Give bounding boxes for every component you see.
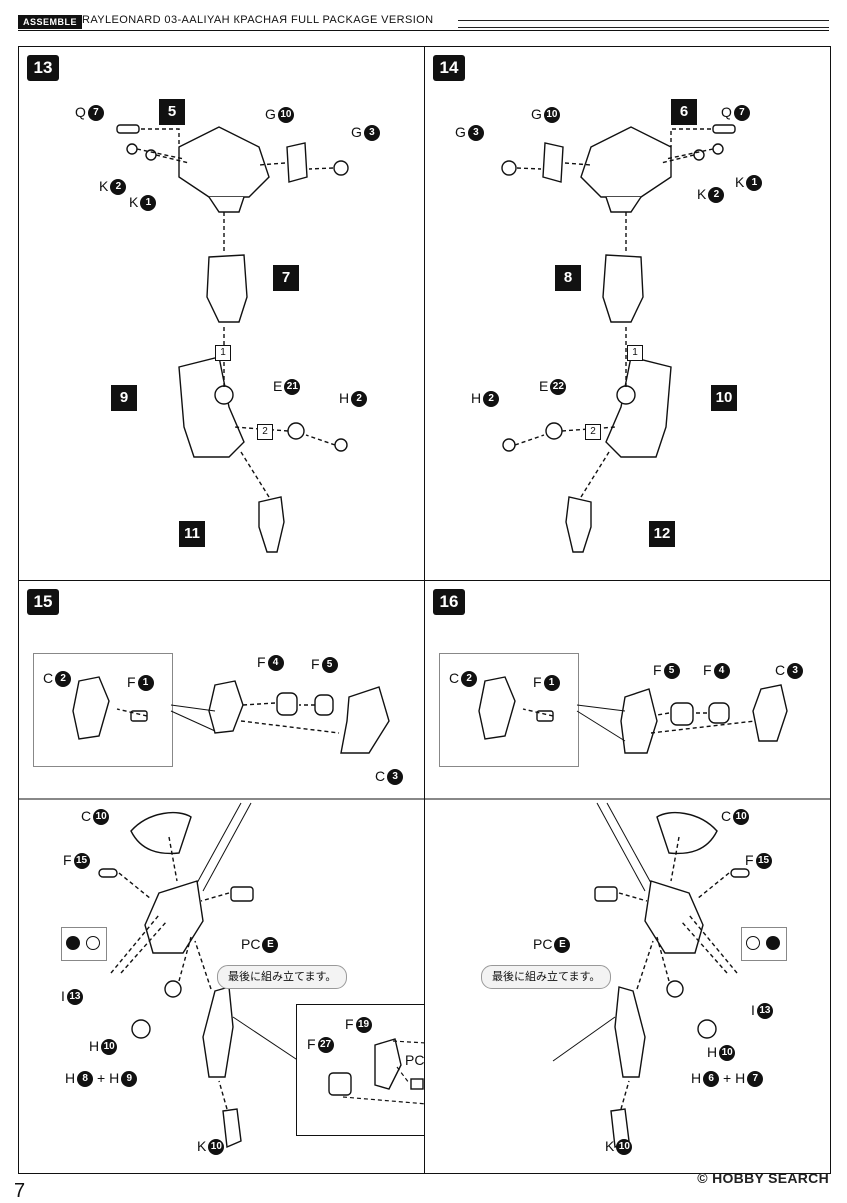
tool-hint-box	[61, 927, 107, 961]
order-marker-1: 1	[215, 345, 231, 361]
part-box-5: 5	[159, 99, 185, 125]
tool-hint-box	[741, 927, 787, 961]
part-box-6: 6	[671, 99, 697, 125]
order-marker-2: 2	[585, 424, 601, 440]
step-16-drawing	[425, 676, 830, 1149]
sprue-gate-icon	[86, 936, 100, 950]
step-number: 14	[433, 55, 465, 81]
sprue-gate-icon	[746, 936, 760, 950]
step-13-drawing	[116, 124, 349, 553]
assemble-tag: ASSEMBLE	[18, 15, 83, 29]
assembly-note: 最後に組み立てます。	[481, 965, 612, 989]
step-13-panel: 13	[18, 46, 426, 582]
part-box-8: 8	[555, 265, 581, 291]
step-number: 15	[27, 589, 59, 615]
nipper-icon	[66, 936, 80, 950]
part-box-10: 10	[711, 385, 737, 411]
page-number: 7	[14, 1180, 26, 1202]
nipper-icon	[766, 936, 780, 950]
assembly-note: 最後に組み立てます。	[217, 965, 348, 989]
order-marker-1: 1	[627, 345, 643, 361]
step-14-drawing	[501, 124, 736, 553]
order-marker-2: 2	[257, 424, 273, 440]
part-box-9: 9	[111, 385, 137, 411]
part-box-11: 11	[179, 521, 205, 547]
part-box-7: 7	[273, 265, 299, 291]
step-number: 16	[433, 589, 465, 615]
part-box-12: 12	[649, 521, 675, 547]
step-16-panel: 16	[424, 580, 831, 1174]
page-header: ASSEMBLE RAYLEONARD 03-AALIYAH КРАСНАЯ F…	[18, 12, 829, 32]
header-decoration	[458, 20, 829, 28]
step-15-drawing	[19, 676, 425, 1149]
watermark: © HOBBY SEARCH	[697, 1170, 829, 1186]
header-rule	[18, 30, 829, 31]
step-number: 13	[27, 55, 59, 81]
document-title: RAYLEONARD 03-AALIYAH КРАСНАЯ FULL PACKA…	[82, 14, 434, 26]
